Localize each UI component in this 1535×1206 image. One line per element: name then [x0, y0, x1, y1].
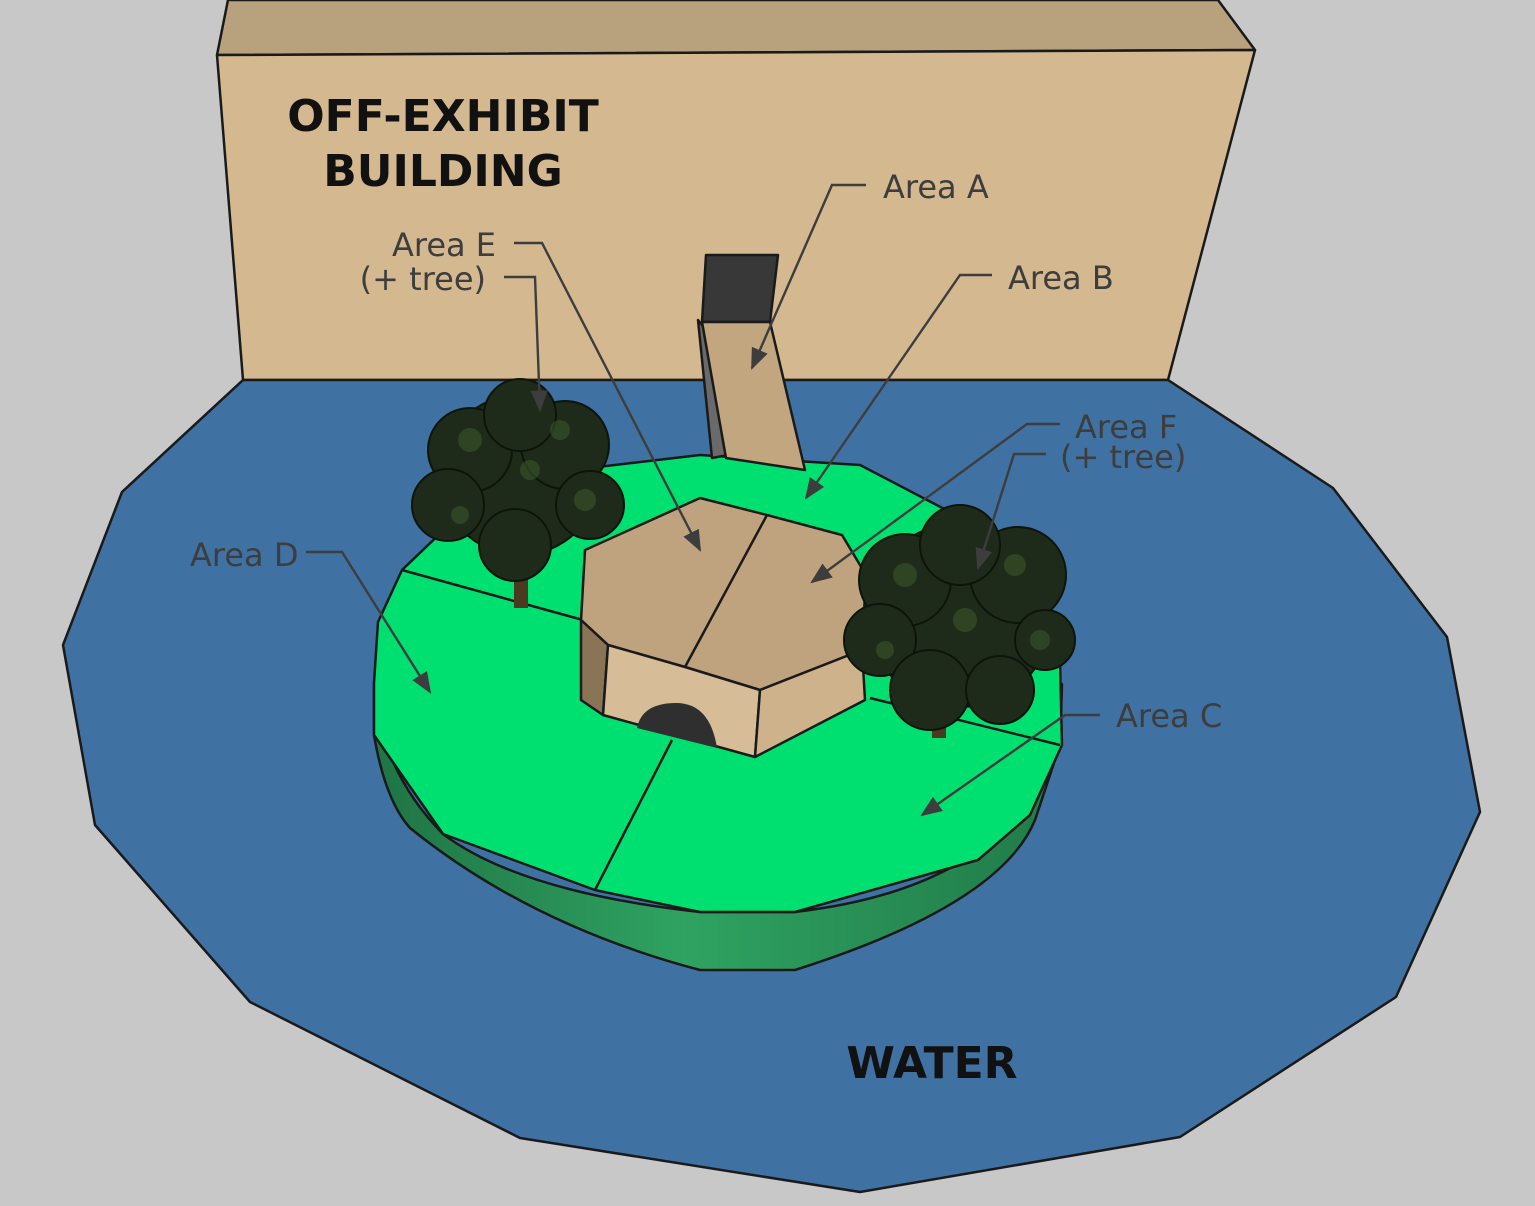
shelter-right-face: [753, 648, 867, 759]
area-f-label: Area F: [1075, 408, 1177, 446]
area-c-label: Area C: [1116, 697, 1222, 735]
leader-area-d: [306, 550, 432, 694]
leader-lines: [306, 183, 1100, 817]
area-e-sublabel: (+ tree): [360, 260, 486, 298]
leader-area-b: [804, 273, 992, 500]
ramp-back-face: [700, 253, 780, 324]
building-top-face: [215, 0, 1257, 57]
water-label: WATER: [846, 1038, 1017, 1089]
area-a-label: Area A: [883, 168, 989, 206]
central-shelter: [579, 496, 868, 759]
tree-area-f: [843, 504, 1076, 738]
ramp-top-face: [700, 320, 807, 472]
area-e-label: Area E: [392, 226, 496, 264]
off-exhibit-building: [215, 0, 1257, 382]
area-b-label: Area B: [1008, 259, 1114, 297]
leader-area-e-tree: [504, 275, 548, 413]
leader-area-c: [920, 713, 1100, 817]
leader-area-f-tree: [975, 452, 1046, 571]
tree-area-e: [411, 378, 625, 608]
leader-area-f: [810, 422, 1060, 584]
area-f-sublabel: (+ tree): [1060, 438, 1186, 476]
shelter-doorway: [637, 703, 717, 748]
leader-area-a: [750, 183, 866, 370]
leader-area-e: [514, 241, 702, 552]
building-label-line2: BUILDING: [323, 146, 563, 197]
area-d-label: Area D: [190, 536, 298, 574]
ramp: [696, 253, 807, 472]
building-label-line1: OFF-EXHIBIT: [287, 91, 599, 142]
